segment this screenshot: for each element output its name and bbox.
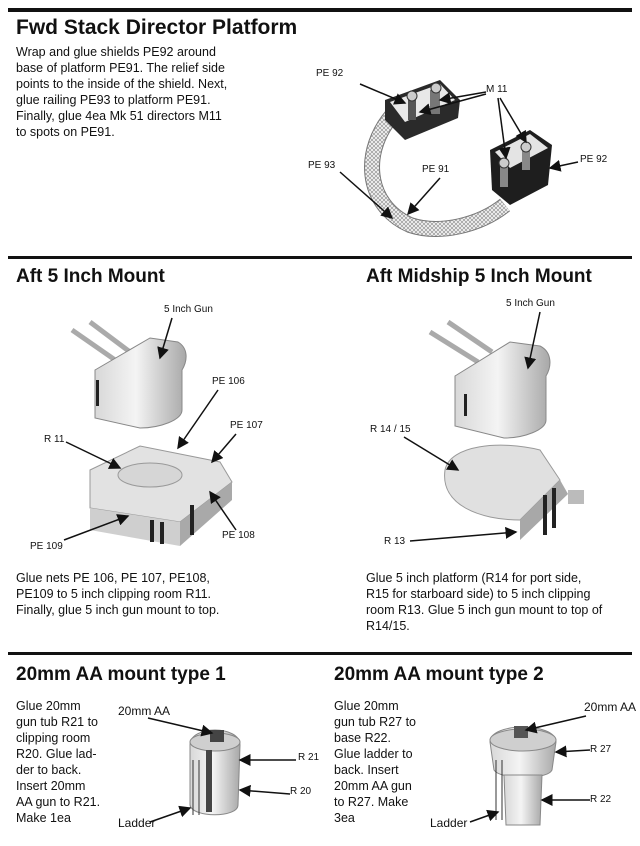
label-5-inch-gun-aft: 5 Inch Gun	[164, 304, 213, 315]
label-r11: R 11	[44, 434, 65, 445]
aft-midship-drawing	[428, 319, 584, 540]
fwd-instructions: Wrap and glue shields PE92 around base o…	[16, 45, 228, 139]
middle-rule	[8, 256, 632, 259]
fwd-platform-drawing	[364, 80, 552, 237]
label-pe109: PE 109	[30, 541, 63, 552]
aa2-instructions: Glue 20mm gun tub R27 to base R22. Glue …	[334, 699, 417, 825]
label-r21: R 21	[298, 752, 320, 763]
aa2-title: 20mm AA mount type 2	[334, 664, 544, 685]
lower-rule	[8, 652, 632, 655]
label-pe91: PE 91	[422, 164, 450, 175]
label-pe92-right: PE 92	[580, 154, 608, 165]
label-20mm-aa-2: 20mm AA	[584, 700, 637, 714]
label-pe93: PE 93	[308, 160, 336, 171]
top-rule	[8, 8, 632, 12]
aa1-title: 20mm AA mount type 1	[16, 664, 226, 685]
label-m11: M 11	[486, 84, 508, 95]
aa1-drawing	[189, 729, 241, 816]
aft-midship-title: Aft Midship 5 Inch Mount	[366, 266, 592, 287]
label-r14-15: R 14 / 15	[370, 424, 411, 435]
label-r20: R 20	[290, 786, 312, 797]
aa2-drawing	[489, 726, 557, 826]
aft-midship-instructions: Glue 5 inch platform (R14 for port side,…	[366, 571, 603, 633]
aft-instructions: Glue nets PE 106, PE 107, PE108, PE109 t…	[16, 571, 220, 617]
aft-title: Aft 5 Inch Mount	[16, 266, 165, 287]
aa1-instructions: Glue 20mm gun tub R21 to clipping room R…	[16, 699, 101, 825]
label-5-inch-gun-mid: 5 Inch Gun	[506, 298, 555, 309]
label-r22: R 22	[590, 794, 612, 805]
label-r27: R 27	[590, 744, 612, 755]
label-pe106: PE 106	[212, 376, 245, 387]
label-20mm-aa-1: 20mm AA	[118, 704, 171, 718]
aft-mount-drawing	[70, 320, 233, 546]
fwd-title: Fwd Stack Director Platform	[16, 16, 298, 39]
label-pe107: PE 107	[230, 420, 263, 431]
label-ladder-1: Ladder	[118, 816, 156, 830]
label-pe92-left: PE 92	[316, 68, 344, 79]
label-r13: R 13	[384, 536, 406, 547]
label-pe108: PE 108	[222, 530, 255, 541]
label-ladder-2: Ladder	[430, 816, 468, 830]
